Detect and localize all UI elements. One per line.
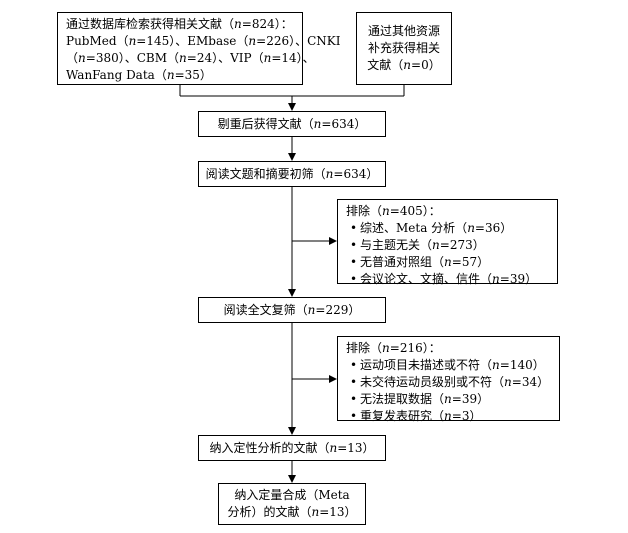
exclusion-box-1: 排除（n=405）： 综述、Meta 分析（n=36） 与主题无关（n=273）…	[337, 199, 558, 288]
databases-line-3: （n=380）、CBM（n=24）、VIP（n=14）、	[66, 51, 315, 65]
exclusion-1-item: 综述、Meta 分析（n=36）	[346, 220, 549, 237]
dedup-box: 剔重后获得文献（n=634）	[198, 111, 386, 137]
databases-line-4: WanFang Data（n=35）	[66, 68, 212, 82]
exclusion-1-item: 会议论文、文摘、信件（n=39）	[346, 271, 549, 288]
qualitative-label: 纳入定性分析的文献（n=13）	[209, 440, 375, 455]
exclusion-1-list: 综述、Meta 分析（n=36） 与主题无关（n=273） 无普通对照组（n=5…	[346, 220, 549, 288]
quantitative-line-2: 分析）的文献（n=13）	[227, 505, 357, 519]
databases-box: 通过数据库检索获得相关文献（n=824）： PubMed（n=145）、EMba…	[57, 12, 341, 85]
exclusion-2-item: 未交待运动员级别或不符（n=34）	[346, 374, 551, 391]
other-sources-box: 通过其他资源 补充获得相关 文献（n=0）	[356, 12, 452, 85]
dedup-label: 剔重后获得文献（n=634）	[217, 116, 367, 131]
quantitative-box: 纳入定量合成（Meta 分析）的文献（n=13）	[218, 483, 366, 525]
exclusion-2-item: 运动项目未描述或不符（n=140）	[346, 357, 551, 374]
screen-label: 阅读文题和摘要初筛（n=634）	[205, 166, 379, 181]
exclusion-2-list: 运动项目未描述或不符（n=140） 未交待运动员级别或不符（n=34） 无法提取…	[346, 357, 551, 425]
quantitative-line-1: 纳入定量合成（Meta	[234, 488, 350, 502]
exclusion-2-item: 重复发表研究（n=3）	[346, 408, 551, 425]
databases-line-2: PubMed（n=145）、EMbase（n=226）、CNKI	[66, 34, 341, 48]
qualitative-box: 纳入定性分析的文献（n=13）	[198, 435, 386, 461]
other-line-3: 文献（n=0）	[367, 58, 441, 72]
exclusion-2-item: 无法提取数据（n=39）	[346, 391, 551, 408]
exclusion-1-item: 与主题无关（n=273）	[346, 237, 549, 254]
exclusion-box-2: 排除（n=216）： 运动项目未描述或不符（n=140） 未交待运动员级别或不符…	[337, 336, 560, 425]
exclusion-2-title: 排除（n=216）：	[346, 341, 441, 355]
other-line-2: 补充获得相关	[367, 41, 440, 55]
other-line-1: 通过其他资源	[367, 24, 440, 38]
exclusion-1-item: 无普通对照组（n=57）	[346, 254, 549, 271]
fulltext-box: 阅读全文复筛（n=229）	[198, 297, 386, 323]
exclusion-1-title: 排除（n=405）：	[346, 204, 441, 218]
screen-box: 阅读文题和摘要初筛（n=634）	[198, 161, 386, 187]
fulltext-label: 阅读全文复筛（n=229）	[223, 302, 361, 317]
databases-line-1: 通过数据库检索获得相关文献（n=824）：	[66, 17, 293, 31]
